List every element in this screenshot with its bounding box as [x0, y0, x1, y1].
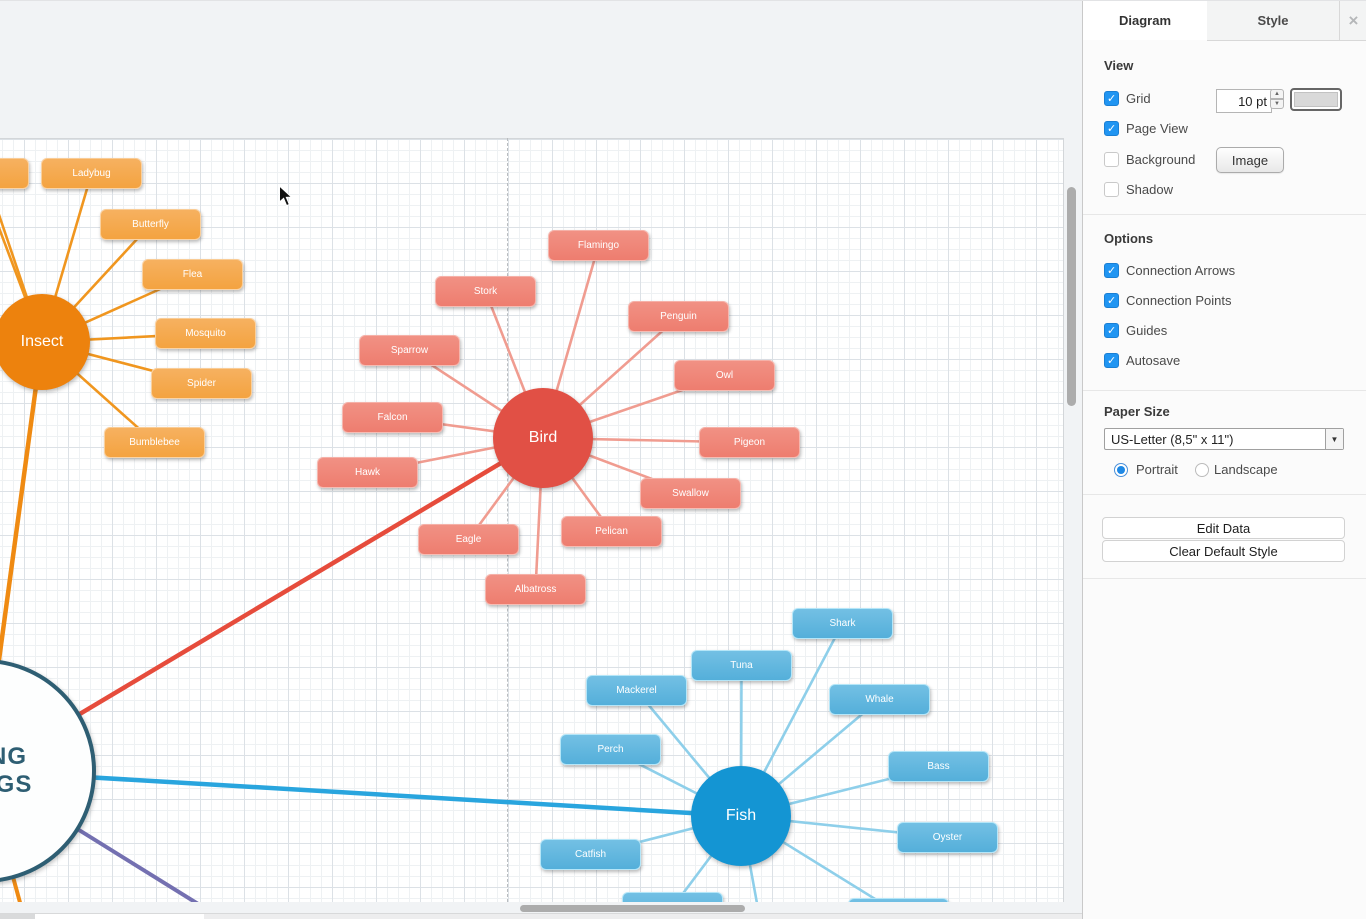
- autosave-checkbox[interactable]: [1104, 353, 1119, 368]
- clear-default-style-button[interactable]: Clear Default Style: [1102, 540, 1345, 562]
- grid-label: Grid: [1126, 91, 1151, 106]
- connection-arrows-label: Connection Arrows: [1126, 263, 1236, 278]
- leaf-node-mosquito[interactable]: Mosquito: [155, 318, 256, 349]
- chevron-down-icon: ▼: [1325, 429, 1343, 449]
- guides-label: Guides: [1126, 323, 1168, 338]
- tab-style[interactable]: Style: [1207, 1, 1339, 41]
- leaf-node-owl[interactable]: Owl: [674, 360, 775, 391]
- leaf-node-oyster[interactable]: Oyster: [897, 822, 998, 853]
- grid-color-swatch: [1294, 92, 1338, 107]
- divider: [1083, 390, 1366, 391]
- category-node-fish[interactable]: Fish: [691, 766, 791, 866]
- portrait-label: Portrait: [1136, 462, 1178, 477]
- connection-points-checkbox[interactable]: [1104, 293, 1119, 308]
- divider: [1083, 494, 1366, 495]
- root-label-line1: LIVING: [0, 743, 27, 770]
- stepper-down-icon[interactable]: ▼: [1270, 99, 1284, 109]
- view-heading: View: [1104, 58, 1134, 73]
- leaf-node-swallow[interactable]: Swallow: [640, 478, 741, 509]
- leaf-node-bass[interactable]: Bass: [888, 751, 989, 782]
- page-break-line: [507, 138, 508, 902]
- guides-checkbox[interactable]: [1104, 323, 1119, 338]
- page: [0, 138, 1064, 904]
- leaf-node-mackerel[interactable]: Mackerel: [586, 675, 687, 706]
- leaf-node-stork[interactable]: Stork: [435, 276, 536, 307]
- leaf-node-falcon[interactable]: Falcon: [342, 402, 443, 433]
- paper-size-heading: Paper Size: [1104, 404, 1170, 419]
- leaf-node-albatross[interactable]: Albatross: [485, 574, 586, 605]
- divider: [1083, 214, 1366, 215]
- root-label-line2: THINGS: [0, 771, 33, 798]
- stepper-up-icon[interactable]: ▲: [1270, 89, 1284, 99]
- leaf-node-spider[interactable]: Spider: [151, 368, 252, 399]
- footer-bar: [0, 913, 1082, 919]
- grid-size-input[interactable]: [1216, 89, 1272, 113]
- vertical-scrollbar[interactable]: [1067, 187, 1076, 406]
- portrait-radio[interactable]: [1114, 463, 1128, 477]
- landscape-radio[interactable]: [1195, 463, 1209, 477]
- shadow-label: Shadow: [1126, 182, 1173, 197]
- leaf-node-tuna[interactable]: Tuna: [691, 650, 792, 681]
- leaf-node-pelican[interactable]: Pelican: [561, 516, 662, 547]
- background-image-button[interactable]: Image: [1216, 147, 1284, 173]
- landscape-label: Landscape: [1214, 462, 1278, 477]
- leaf-node-penguin[interactable]: Penguin: [628, 301, 729, 332]
- divider: [1083, 578, 1366, 579]
- leaf-node-shark[interactable]: Shark: [792, 608, 893, 639]
- format-panel: Diagram Style × View Grid ▲ ▼ Page View …: [1082, 1, 1366, 919]
- background-checkbox[interactable]: [1104, 152, 1119, 167]
- grid-checkbox[interactable]: [1104, 91, 1119, 106]
- format-tabbar: Diagram Style ×: [1083, 1, 1366, 41]
- paper-size-value: US-Letter (8,5" x 11"): [1111, 431, 1234, 447]
- options-heading: Options: [1104, 231, 1154, 246]
- mouse-cursor-icon: [279, 185, 293, 207]
- connection-arrows-checkbox[interactable]: [1104, 263, 1119, 278]
- tab-diagram[interactable]: Diagram: [1083, 1, 1208, 40]
- leaf-node-bumblebee[interactable]: Bumblebee: [104, 427, 205, 458]
- close-panel-button[interactable]: ×: [1339, 1, 1366, 41]
- paper-size-select[interactable]: US-Letter (8,5" x 11") ▼: [1104, 428, 1344, 450]
- leaf-node-flamingo[interactable]: Flamingo: [548, 230, 649, 261]
- page-view-label: Page View: [1126, 121, 1188, 136]
- background-label: Background: [1126, 152, 1196, 167]
- leaf-node[interactable]: [0, 158, 29, 189]
- leaf-node-pigeon[interactable]: Pigeon: [699, 427, 800, 458]
- leaf-node-eagle[interactable]: Eagle: [418, 524, 519, 555]
- edit-data-button[interactable]: Edit Data: [1102, 517, 1345, 539]
- leaf-node-perch[interactable]: Perch: [560, 734, 661, 765]
- grid-size-stepper[interactable]: ▲ ▼: [1270, 89, 1284, 111]
- close-icon: ×: [1348, 10, 1359, 30]
- leaf-node-sparrow[interactable]: Sparrow: [359, 335, 460, 366]
- leaf-node-hawk[interactable]: Hawk: [317, 457, 418, 488]
- leaf-node-butterfly[interactable]: Butterfly: [100, 209, 201, 240]
- footer-left-segment: [0, 914, 35, 919]
- footer-page-tab[interactable]: [35, 914, 204, 919]
- leaf-node-flea[interactable]: Flea: [142, 259, 243, 290]
- leaf-node-ladybug[interactable]: Ladybug: [41, 158, 142, 189]
- category-node-bird[interactable]: Bird: [493, 388, 593, 488]
- grid-color-button[interactable]: [1290, 88, 1342, 111]
- shadow-checkbox[interactable]: [1104, 182, 1119, 197]
- horizontal-scrollbar[interactable]: [520, 905, 745, 912]
- connection-points-label: Connection Points: [1126, 293, 1232, 308]
- autosave-label: Autosave: [1126, 353, 1181, 368]
- page-view-checkbox[interactable]: [1104, 121, 1119, 136]
- leaf-node-catfish[interactable]: Catfish: [540, 839, 641, 870]
- leaf-node-whale[interactable]: Whale: [829, 684, 930, 715]
